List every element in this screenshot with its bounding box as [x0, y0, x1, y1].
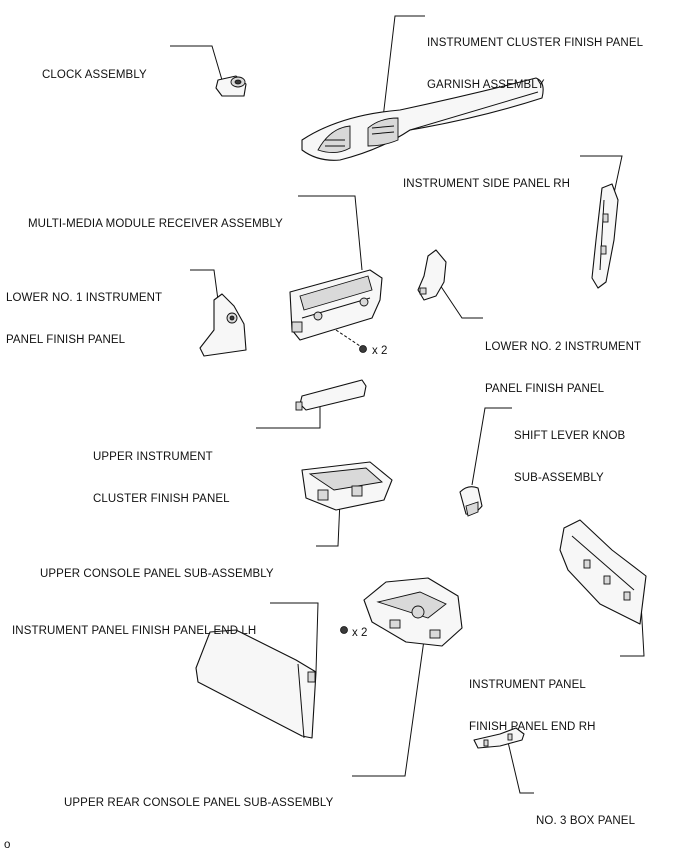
label-multimedia: MULTI-MEDIA MODULE RECEIVER ASSEMBLY: [28, 189, 283, 245]
label-shift-knob: SHIFT LEVER KNOB SUB-ASSEMBLY: [514, 401, 625, 499]
upper-rear-console-panel-part: [340, 577, 463, 647]
label-cluster-garnish: INSTRUMENT CLUSTER FINISH PANEL GARNISH …: [427, 8, 643, 106]
label-line: PANEL FINISH PANEL: [6, 334, 126, 346]
label-upper-console: UPPER CONSOLE PANEL SUB-ASSEMBLY: [40, 539, 274, 595]
instrument-cluster-garnish-part: [301, 77, 544, 161]
label-line: UPPER CONSOLE PANEL SUB-ASSEMBLY: [40, 568, 274, 580]
label-line: PANEL FINISH PANEL: [485, 383, 605, 395]
leader-lines: [170, 15, 645, 794]
label-line: INSTRUMENT CLUSTER FINISH PANEL: [427, 37, 644, 49]
label-upper-cluster: UPPER INSTRUMENT CLUSTER FINISH PANEL: [93, 422, 230, 520]
label-line: SUB-ASSEMBLY: [514, 472, 604, 484]
label-line: SHIFT LEVER KNOB: [514, 430, 626, 442]
clock-part: [215, 75, 247, 97]
label-line: GARNISH ASSEMBLY: [427, 79, 545, 91]
finish-panel-end-lh-part: [195, 629, 317, 739]
label-end-rh: INSTRUMENT PANEL FINISH PANEL END RH: [469, 650, 596, 748]
label-upper-rear-console: UPPER REAR CONSOLE PANEL SUB-ASSEMBLY: [64, 768, 333, 824]
instrument-side-panel-rh-part: [591, 183, 619, 289]
label-line: LOWER NO. 1 INSTRUMENT: [6, 292, 163, 304]
label-line: CLOCK ASSEMBLY: [42, 69, 147, 81]
upper-console-panel-part: [301, 461, 393, 511]
upper-cluster-finish-panel-part: [295, 379, 367, 411]
rear-console-screw-qty: x 2: [352, 627, 367, 639]
lower-no1-finish-panel-part: [199, 293, 247, 357]
label-line: MULTI-MEDIA MODULE RECEIVER ASSEMBLY: [28, 218, 283, 230]
label-line: UPPER REAR CONSOLE PANEL SUB-ASSEMBLY: [64, 797, 334, 809]
label-box-panel-3: NO. 3 BOX PANEL: [536, 786, 635, 842]
label-lower-no1: LOWER NO. 1 INSTRUMENT PANEL FINISH PANE…: [6, 263, 162, 361]
label-line: CLUSTER FINISH PANEL: [93, 493, 230, 505]
multimedia-screw-qty: x 2: [372, 345, 387, 357]
label-clock: CLOCK ASSEMBLY: [42, 40, 147, 96]
finish-panel-end-rh-part: [559, 519, 647, 625]
label-lower-no2: LOWER NO. 2 INSTRUMENT PANEL FINISH PANE…: [485, 312, 641, 410]
label-line: INSTRUMENT PANEL: [469, 679, 586, 691]
label-line: UPPER INSTRUMENT: [93, 451, 213, 463]
lower-no2-finish-panel-part: [417, 249, 447, 301]
multimedia-receiver-part: [289, 269, 383, 353]
label-end-lh: INSTRUMENT PANEL FINISH PANEL END LH: [12, 596, 256, 652]
no3-box-panel-part: [473, 727, 525, 749]
label-side-panel-rh: INSTRUMENT SIDE PANEL RH: [403, 149, 570, 205]
shift-lever-knob-part: [459, 486, 483, 517]
label-line: LOWER NO. 2 INSTRUMENT: [485, 341, 642, 353]
label-line: INSTRUMENT SIDE PANEL RH: [403, 178, 571, 190]
label-line: NO. 3 BOX PANEL: [536, 815, 636, 827]
label-line: INSTRUMENT PANEL FINISH PANEL END LH: [12, 625, 257, 637]
label-line: FINISH PANEL END RH: [469, 721, 596, 733]
corner-mark: o: [4, 839, 11, 851]
